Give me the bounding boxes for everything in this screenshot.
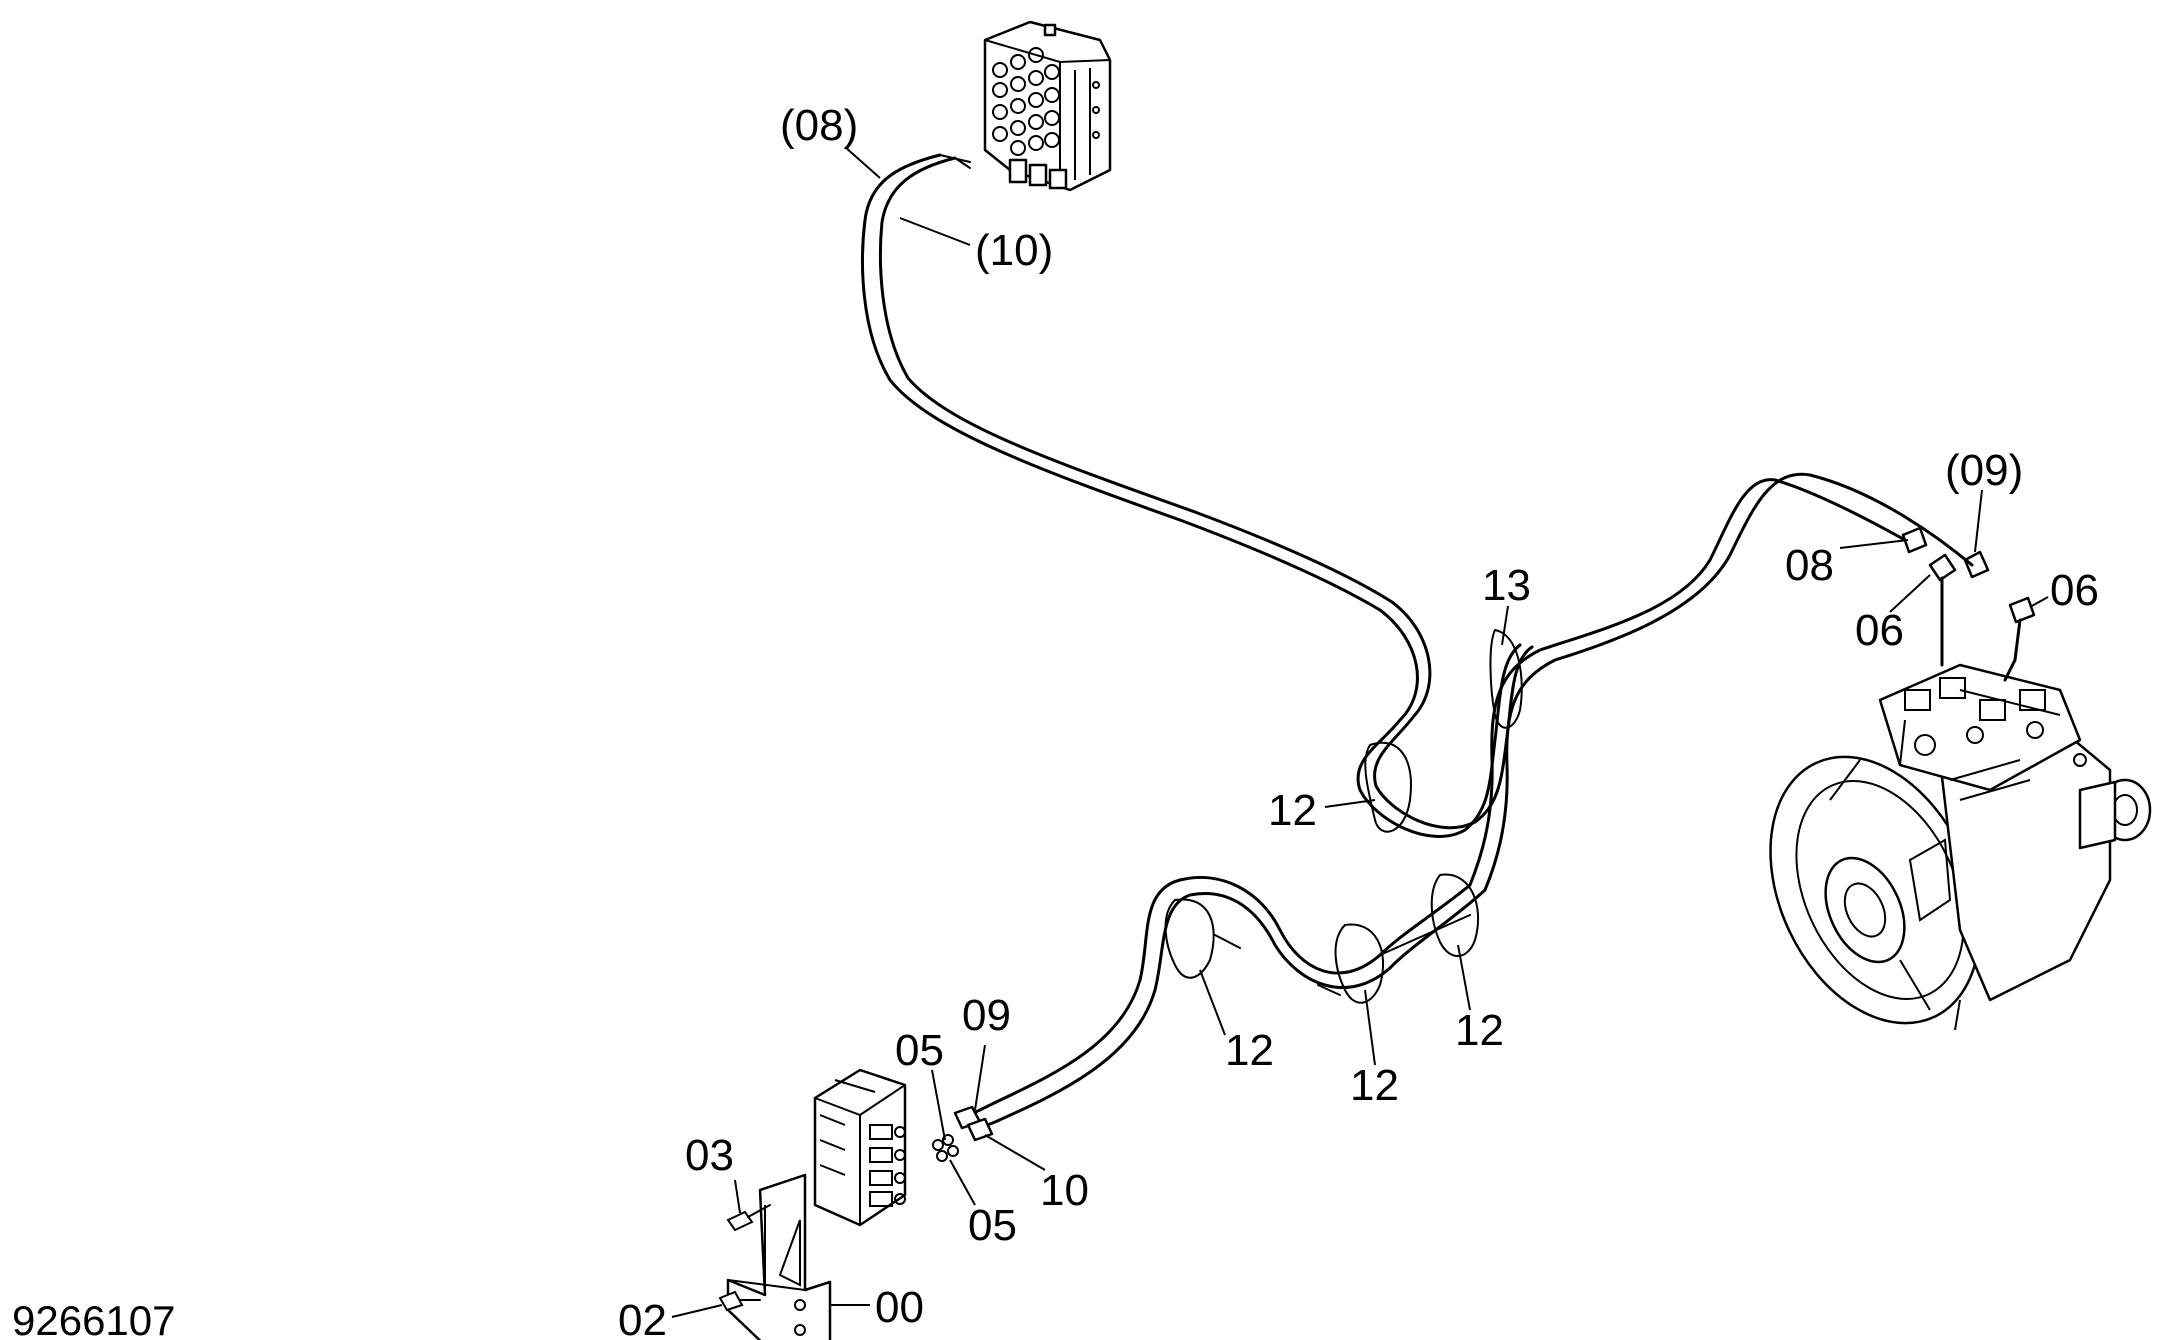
main-pump-assembly — [1769, 663, 2152, 1031]
callout-hose-10-ref: (10) — [975, 226, 1053, 275]
bolt-03 — [726, 1204, 771, 1232]
callout-hose-08-ref: (08) — [780, 101, 858, 150]
callout-clamp-12-loop: 12 — [1225, 1026, 1274, 1075]
callout-clamp-12-low-left: 12 — [1350, 1061, 1399, 1110]
pilot-hoses — [861, 153, 1974, 1142]
bolt-02 — [718, 1290, 761, 1312]
callout-elbow-06-left: 06 — [1855, 606, 1904, 655]
control-valve-block — [983, 20, 1112, 192]
callout-hose-09: 09 — [962, 991, 1011, 1040]
nipple-05 — [932, 1134, 959, 1162]
callout-clamp-12-upper: 12 — [1268, 786, 1317, 835]
callout-bolt-03: 03 — [685, 1131, 734, 1180]
elbow-fittings — [1901, 526, 2036, 682]
hose-clamps — [1164, 628, 1523, 1004]
callout-fitting-08: 08 — [1785, 541, 1834, 590]
callout-clamp-13: 13 — [1482, 561, 1531, 610]
callout-bracket-00: 00 — [875, 1283, 924, 1332]
callout-fitting-09-ref: (09) — [1945, 446, 2023, 495]
callout-labels: (08) (10) (09) 08 06 06 13 12 12 12 12 0… — [618, 101, 2099, 1340]
callout-hose-10: 10 — [1040, 1166, 1089, 1215]
mounting-bracket — [726, 1173, 832, 1340]
callout-elbow-06-right: 06 — [2050, 566, 2099, 615]
callout-nipple-05-upper: 05 — [895, 1026, 944, 1075]
figure-number: 9266107 — [12, 1297, 176, 1340]
callout-nipple-05-lower: 05 — [968, 1201, 1017, 1250]
leader-lines — [671, 146, 2049, 1318]
callout-bolt-02: 02 — [618, 1296, 667, 1340]
callout-clamp-12-low-right: 12 — [1455, 1006, 1504, 1055]
pilot-valve-assembly — [813, 1068, 907, 1227]
